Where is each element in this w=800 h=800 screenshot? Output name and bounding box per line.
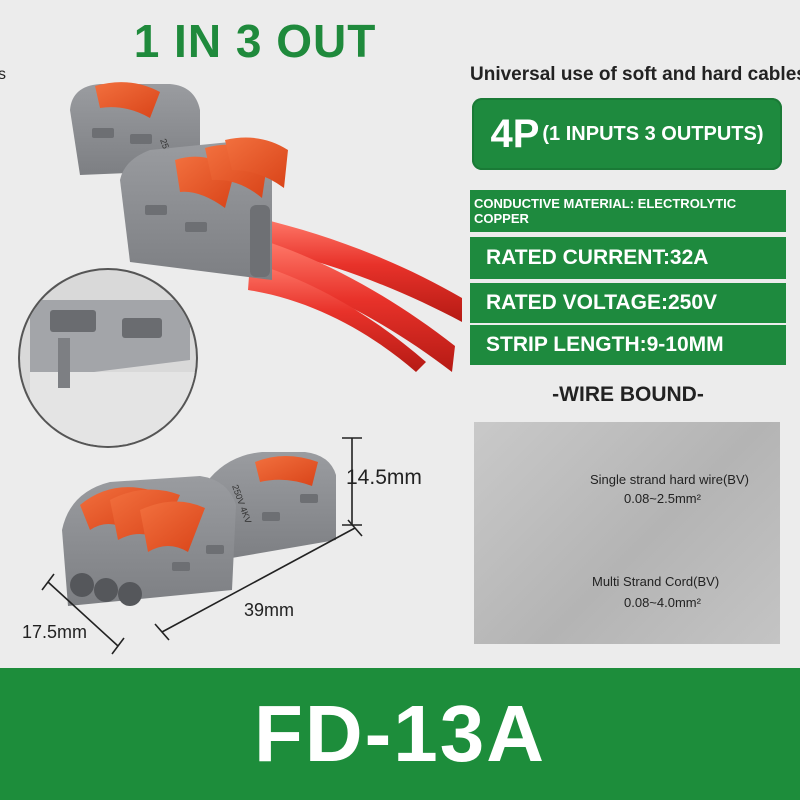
wire-bound-panel: [474, 422, 780, 644]
spec-rated-current: RATED CURRENT:32A: [470, 237, 786, 279]
single-strand-range: 0.08~2.5mm²: [624, 491, 701, 506]
connector-product-photo: 250V 4KV: [70, 82, 288, 280]
dimension-width: 17.5mm: [22, 622, 88, 642]
dimension-lines: [41, 437, 363, 655]
red-wires: [248, 218, 462, 372]
dimension-height: 14.5mm: [346, 466, 422, 489]
single-strand-label: Single strand hard wire(BV): [590, 472, 749, 487]
wire-bound-heading: -WIRE BOUND-: [552, 383, 704, 406]
model-badge-main: 4P: [490, 111, 540, 156]
multi-strand-range: 0.08~4.0mm²: [624, 595, 701, 610]
model-name: FD-13A: [253, 689, 547, 778]
multi-strand-label: Multi Strand Cord(BV): [592, 574, 720, 589]
model-banner: FD-13A: [0, 668, 800, 800]
left-edge-text-fragment: s: [0, 66, 6, 83]
model-badge: 4P (1 INPUTS 3 OUTPUTS): [472, 98, 782, 170]
spec-rated-voltage: RATED VOLTAGE:250V: [470, 283, 786, 323]
spec-conductive-material: CONDUCTIVE MATERIAL: ELECTROLYTIC COPPER: [470, 190, 786, 232]
model-badge-sub: (1 INPUTS 3 OUTPUTS): [542, 122, 764, 145]
dimension-diagram: 250V 4KV: [62, 452, 336, 606]
detail-zoom-photo: [18, 268, 198, 448]
usage-note: Universal use of soft and hard cables: [470, 64, 800, 85]
spec-strip-length: STRIP LENGTH:9-10MM: [470, 325, 786, 365]
headline: 1 IN 3 OUT: [133, 15, 377, 67]
dimension-length: 39mm: [244, 600, 295, 620]
